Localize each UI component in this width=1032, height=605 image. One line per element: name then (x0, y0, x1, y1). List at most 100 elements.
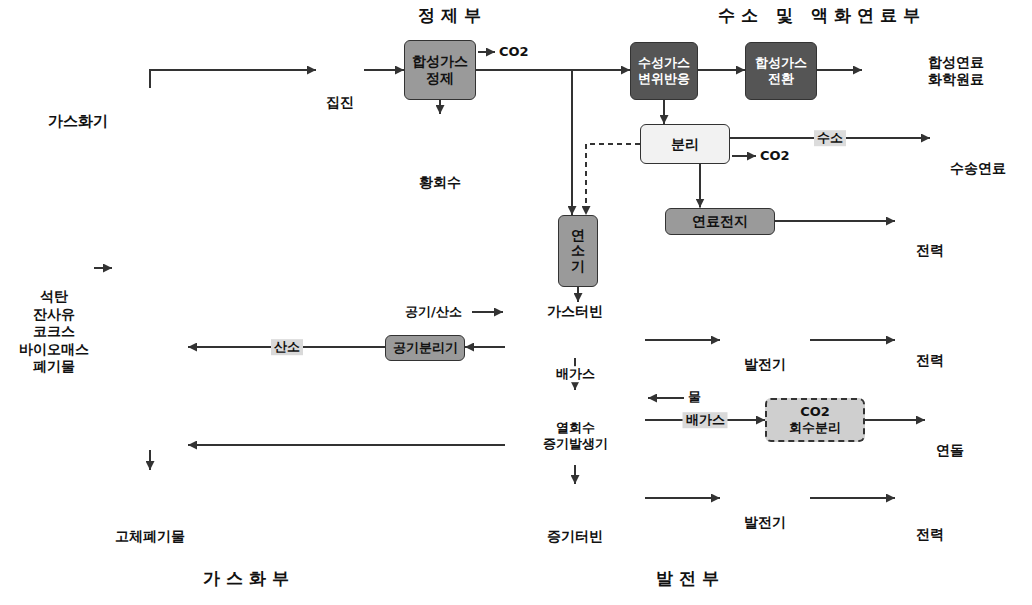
generator: 발전기 (720, 322, 810, 378)
turbine-blade (604, 332, 611, 348)
node-label: 연료전지 (692, 213, 748, 230)
flow-arrow (149, 450, 151, 470)
tower-strut (921, 215, 946, 238)
node-label: 가스터빈 (547, 303, 603, 320)
station-building (940, 131, 1006, 157)
particle (137, 214, 141, 218)
process-box: 합성가스 정제 (404, 40, 476, 100)
turbine-blade (520, 328, 527, 352)
turbine-casing (517, 325, 633, 355)
generator-shaft (724, 337, 806, 339)
power-block-outline (497, 298, 648, 556)
tower-strut (921, 325, 946, 348)
truck-wheel (427, 157, 439, 169)
flame (126, 200, 175, 294)
filter-housing (320, 46, 360, 90)
filter-element (339, 48, 341, 88)
node-label: 황회수 (419, 174, 461, 191)
node-label: 열회수 증기발생기 (543, 420, 608, 451)
generator-body (739, 328, 791, 348)
tower-strut (912, 317, 948, 319)
gen-icon (720, 322, 810, 354)
turbine-blade (579, 489, 587, 521)
truck-wheel (180, 511, 191, 522)
generator-shaft (724, 495, 806, 497)
generator-end (786, 486, 796, 506)
node-label: 합성가스 정제 (412, 53, 468, 87)
section-area (612, 28, 1032, 188)
steam-turbine: 증기터빈 (505, 484, 645, 550)
barrel-lid (866, 40, 890, 47)
node-label: 증기터빈 (547, 528, 603, 545)
section-heading: 가스화부 (203, 568, 295, 588)
barrel (876, 75, 900, 101)
stack-body (936, 380, 964, 440)
tower-strut (914, 325, 939, 348)
filter-element (334, 48, 336, 88)
node-label: 수송연료 (950, 160, 1006, 177)
generator-body (739, 486, 791, 506)
station-roof (936, 118, 1010, 132)
sign-pole (1015, 125, 1017, 156)
node-label: 발전기 (744, 514, 786, 531)
flow-arrow (586, 144, 640, 215)
tower-strut (925, 205, 939, 215)
station-window (984, 138, 994, 147)
turbine-blade (568, 328, 575, 352)
generator-end (786, 328, 796, 348)
slag-pellet (137, 424, 149, 436)
node-label: 집진 (326, 94, 354, 111)
node-label: 공기분리기 (393, 340, 458, 356)
node-label: 합성가스 전환 (755, 55, 807, 86)
tower-strut (914, 476, 930, 522)
tower-strut (930, 192, 946, 238)
turbine-blade (556, 332, 563, 348)
tower-strut (925, 315, 939, 325)
truck-load (108, 484, 172, 497)
slag-pellet (164, 424, 176, 436)
co2-label: CO2 (760, 148, 790, 164)
vessel-icon (112, 88, 188, 450)
node-label: 발전기 (744, 356, 786, 373)
combustor-box: 연소기 (558, 215, 598, 287)
turbine-blade (563, 492, 571, 518)
filter-element (324, 48, 326, 88)
tower-icon (895, 300, 965, 350)
gen-icon (720, 480, 810, 512)
flow-arrow (699, 164, 701, 208)
node-label: CO2 회수분리 (789, 404, 841, 435)
barrels-icon (862, 36, 926, 106)
turbine-blade (544, 328, 551, 352)
turbine-blade (592, 328, 599, 352)
tower-strut (912, 207, 948, 209)
vessel-outlet (142, 88, 158, 112)
node-label: 고체폐기물 (115, 528, 185, 545)
truck-icon (95, 470, 205, 526)
truck-cab (174, 488, 196, 512)
truck-wheel (136, 511, 147, 522)
pile-icon (14, 250, 94, 286)
tower-strut (914, 302, 930, 348)
tower-strut (914, 215, 939, 238)
edge-label: 배가스 (683, 412, 728, 428)
flow-arrow (364, 69, 404, 71)
flow-arrow (810, 497, 895, 499)
slag-pellet (164, 388, 176, 400)
fuel-cell-box: 연료전지 (665, 208, 775, 235)
barrel-lid (876, 72, 900, 79)
truck-cab (461, 133, 480, 157)
truck-body (104, 495, 174, 512)
flame-core (136, 226, 163, 284)
tower-strut (914, 499, 939, 522)
turbine-blade (613, 484, 621, 526)
gasification-section: 가스화부석탄 잔사유 코크스 바이오매스 폐기물가스화기고체폐기물공기분리기 (8, 85, 490, 565)
slag-pellet (137, 406, 149, 418)
tower-strut (930, 476, 946, 522)
flow-arrow (577, 287, 579, 302)
section-heading: 정제부 (418, 5, 487, 25)
hrsg-coil (525, 397, 621, 412)
vessel-body (116, 108, 184, 352)
vessel-hopper (122, 352, 178, 378)
flow-arrow (465, 346, 505, 348)
